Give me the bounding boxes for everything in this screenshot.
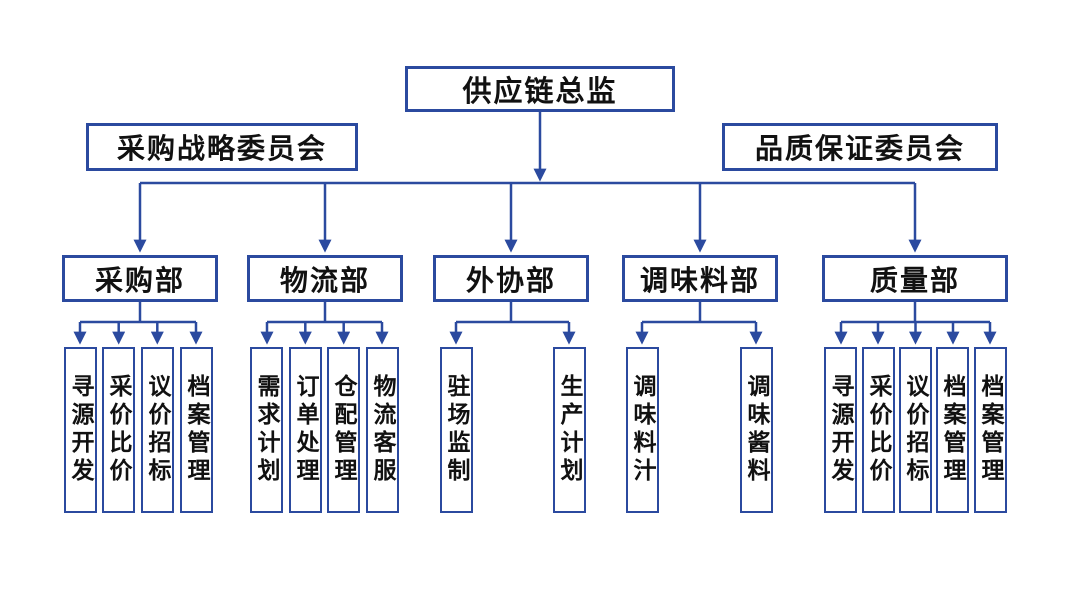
sub-node: 寻源开发	[824, 347, 857, 513]
committee-node-procurement-strategy: 采购战略委员会	[86, 123, 358, 171]
sub-node: 议价招标	[899, 347, 932, 513]
dept-node-logistics: 物流部	[247, 255, 403, 302]
sub-node: 调味酱料	[740, 347, 773, 513]
sub-node: 需求计划	[250, 347, 283, 513]
dept-node-procurement: 采购部	[62, 255, 218, 302]
sub-node: 生产计划	[553, 347, 586, 513]
sub-node: 档案管理	[974, 347, 1007, 513]
root-node: 供应链总监	[405, 66, 675, 112]
sub-node: 采价比价	[102, 347, 135, 513]
sub-node: 议价招标	[141, 347, 174, 513]
sub-node: 寻源开发	[64, 347, 97, 513]
dept-node-quality: 质量部	[822, 255, 1008, 302]
sub-node: 采价比价	[862, 347, 895, 513]
sub-node: 订单处理	[289, 347, 322, 513]
sub-node: 档案管理	[180, 347, 213, 513]
sub-node: 调味料汁	[626, 347, 659, 513]
sub-node: 档案管理	[936, 347, 969, 513]
dept-node-seasoning: 调味料部	[622, 255, 778, 302]
sub-node: 物流客服	[366, 347, 399, 513]
sub-node: 驻场监制	[440, 347, 473, 513]
committee-node-quality-assurance: 品质保证委员会	[722, 123, 998, 171]
dept-node-outsourcing: 外协部	[433, 255, 589, 302]
sub-node: 仓配管理	[327, 347, 360, 513]
